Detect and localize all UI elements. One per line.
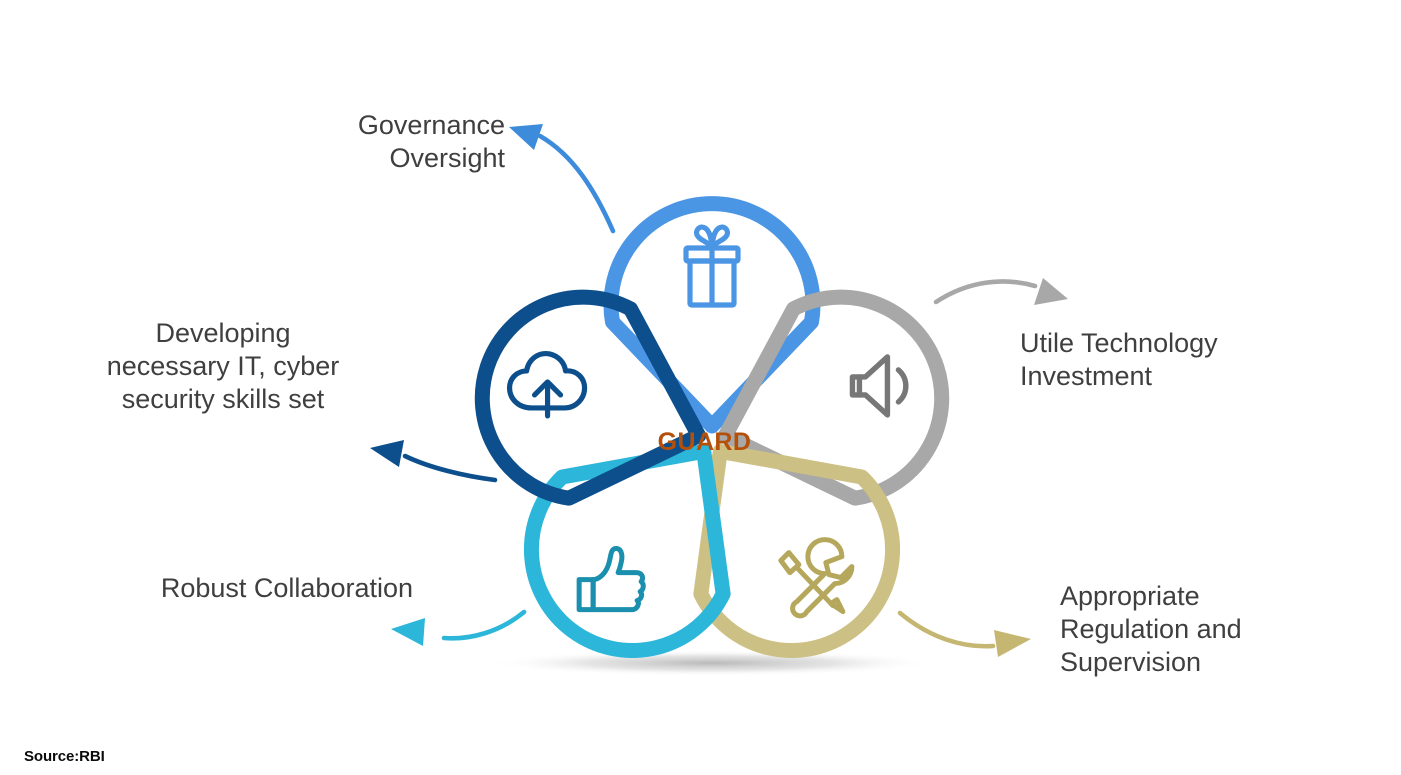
- petal-collaboration[interactable]: [491, 392, 785, 691]
- label-robust-collaboration: Robust Collaboration: [160, 573, 413, 603]
- label-appropriate-regulation-supervision: Appropriate Regulation and Supervision: [1060, 581, 1242, 677]
- petal-regulation[interactable]: [639, 392, 933, 691]
- arrow-skills: [370, 440, 498, 483]
- thumbs-up-icon: [576, 546, 646, 613]
- speaker-icon: [849, 354, 909, 418]
- arrow-technology: [933, 278, 1068, 305]
- label-developing-skills: Developing necessary IT, cyber security …: [106, 318, 340, 414]
- petal-skills-outline: [474, 289, 707, 506]
- petal-collaboration-outline: [523, 443, 731, 658]
- petal-governance[interactable]: [603, 196, 821, 434]
- center-acronym-guard: GUARD: [0, 428, 1401, 457]
- gift-icon: [683, 224, 741, 308]
- arrow-governance: [509, 124, 616, 234]
- petal-skills[interactable]: [456, 271, 730, 532]
- petal-regulation-outline: [693, 443, 901, 658]
- label-governance-oversight: Governance Oversight: [357, 110, 505, 173]
- petal-technology-outline: [717, 289, 950, 506]
- ground-shadow: [487, 650, 937, 676]
- label-utile-technology-investment: Utile Technology Investment: [1020, 328, 1218, 391]
- arrow-regulation: [897, 610, 1031, 657]
- tools-icon: [778, 537, 855, 619]
- arrow-collaboration: [391, 609, 527, 646]
- cloud-upload-icon: [506, 350, 588, 419]
- center-acronym-text: GUARD: [657, 428, 752, 456]
- petal-governance-outline: [603, 196, 821, 434]
- source-note: Source:RBI: [24, 748, 105, 765]
